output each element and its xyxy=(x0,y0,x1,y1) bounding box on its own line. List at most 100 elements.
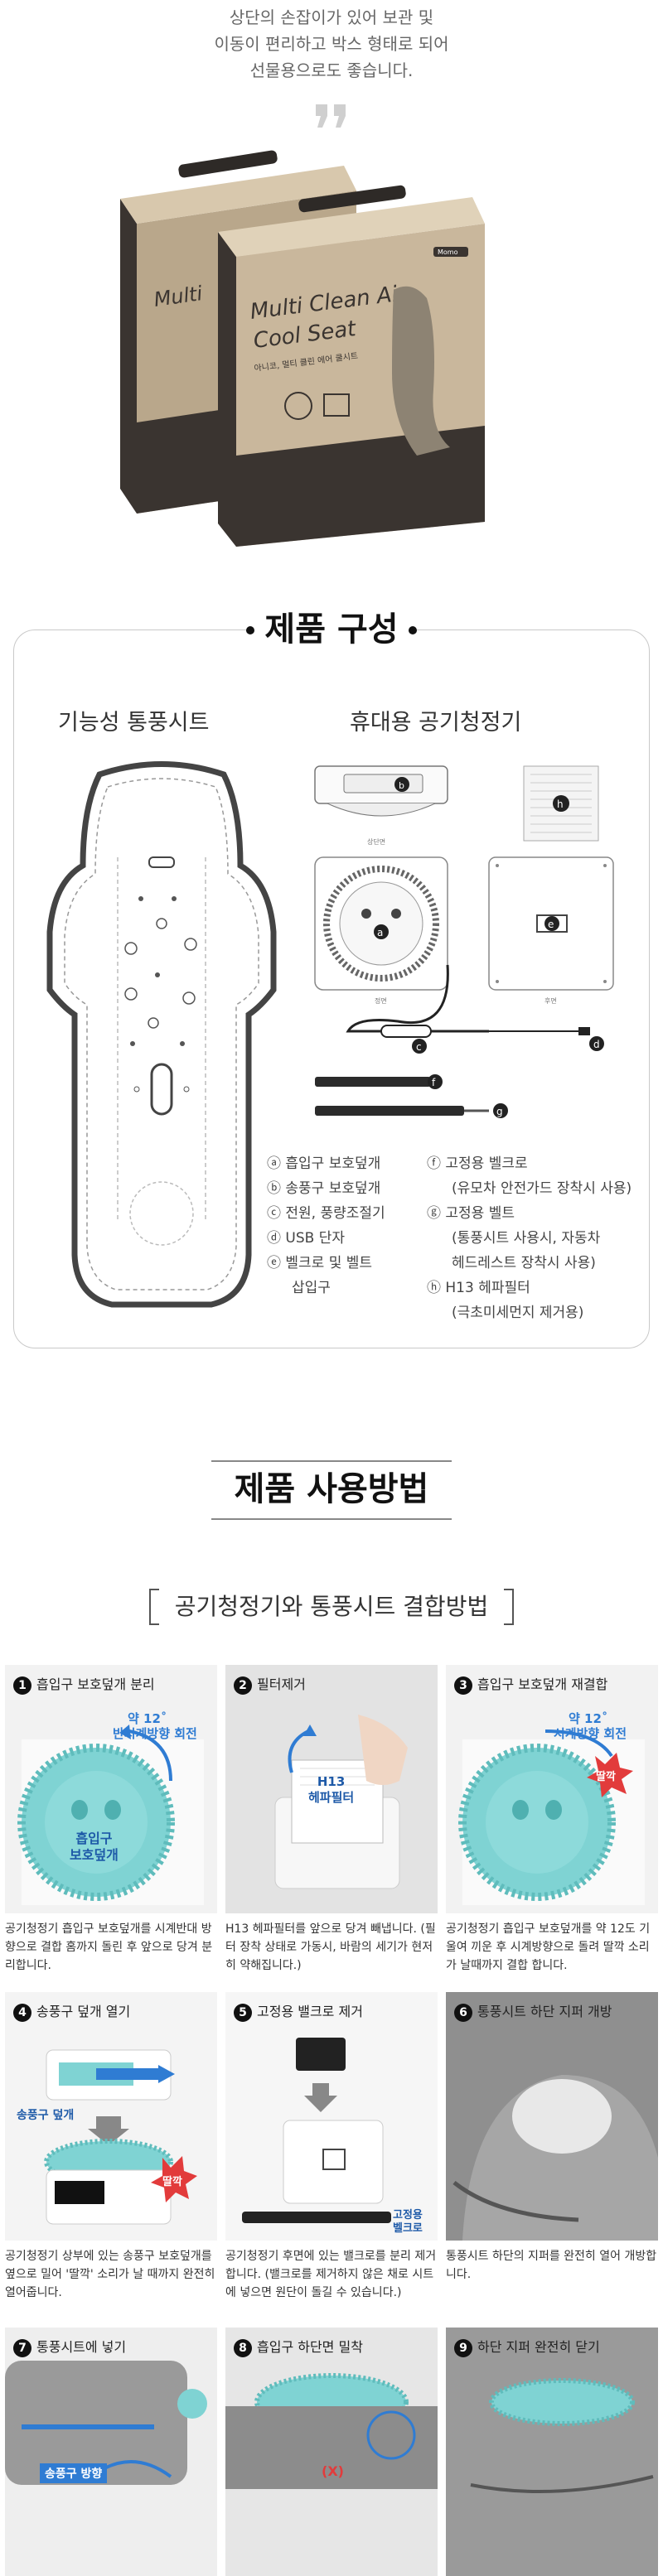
step-2-description: H13 헤파필터를 앞으로 당겨 빼냅니다. (필터 장착 상태로 가동시, 바… xyxy=(225,1922,436,1972)
legend-item: ⓒ 전원, 풍량조절기 xyxy=(267,1205,385,1222)
step-6-image xyxy=(446,1992,658,2241)
step-7-label: 송풍구 방향 xyxy=(40,2463,108,2483)
legend-item: (극초미세먼지 제거용) xyxy=(452,1305,584,1321)
step-3-callout: 약 12˚ 시계방향 회전 xyxy=(554,1711,627,1741)
svg-text:f: f xyxy=(432,1077,436,1088)
step-number-badge: 2 xyxy=(234,1676,252,1695)
legend-left: ⓐ 흡입구 보호덮개 ⓑ 송풍구 보호덮개 ⓒ 전원, 풍량조절기 ⓓ USB … xyxy=(267,1151,441,1300)
step-1-title: 1 흡입구 보호덮개 분리 xyxy=(13,1673,155,1695)
step-6-description: 통풍시트 하단의 지퍼를 완전히 열어 개방합니다. xyxy=(446,2250,657,2281)
svg-text:e: e xyxy=(548,919,554,930)
step-7-image xyxy=(5,2328,217,2576)
step-title-text: 흡입구 보호덮개 재결합 xyxy=(477,1676,608,1692)
callout-line: 약 12˚ xyxy=(128,1711,167,1726)
bracket-right xyxy=(504,1589,514,1625)
box-brand-label: Momo xyxy=(438,248,458,256)
step-3-badge: 딸깍 xyxy=(596,1771,616,1783)
step-7-title: 7 통풍시트에 넣기 xyxy=(13,2336,126,2357)
step-8-title: 8 흡입구 하단면 밀착 xyxy=(234,2336,363,2357)
title-dot-left xyxy=(246,626,255,634)
product-box-image: Momo Multi Clean Air Cool Seat 아니코, 멀티 클… xyxy=(120,150,485,547)
step-3-image xyxy=(446,1665,658,1913)
step-8-image xyxy=(225,2328,438,2576)
label-line: H13 xyxy=(317,1774,346,1789)
step-number-badge: 6 xyxy=(454,2003,472,2022)
step-2-title: 2 필터제거 xyxy=(234,1673,306,1695)
quote-icon xyxy=(316,104,346,128)
label-line: 보호덮개 xyxy=(70,1847,119,1863)
usage-title-rule-bottom xyxy=(211,1518,452,1520)
usage-title-rule-top xyxy=(211,1460,452,1462)
step-1-label: 흡입구 보호덮개 xyxy=(70,1831,119,1864)
legend-item: ⓔ 벨크로 및 벨트 xyxy=(267,1255,373,1271)
label-line: 고정용 xyxy=(393,2209,423,2221)
step-1-callout: 약 12˚ 반시계방향 회전 xyxy=(113,1711,197,1741)
step-title-text: 흡입구 보호덮개 분리 xyxy=(36,1676,155,1692)
step-3-title: 3 흡입구 보호덮개 재결합 xyxy=(454,1673,607,1695)
air-purifier-diagram: b 상단면 h a 정면 e 후면 c d f xyxy=(314,765,614,1118)
step-8-wrong-mark: (X) xyxy=(322,2463,344,2479)
view-back-label: 후면 xyxy=(544,996,557,1005)
step-number-badge: 3 xyxy=(454,1676,472,1695)
legend-item: 삽입구 xyxy=(292,1280,331,1296)
view-top-label: 상단면 xyxy=(367,837,385,846)
legend-item: ⓑ 송풍구 보호덮개 xyxy=(267,1180,381,1197)
svg-text:b: b xyxy=(399,780,404,791)
step-number-badge: 9 xyxy=(454,2338,472,2357)
seat-heading: 기능성 통풍시트 xyxy=(58,710,210,736)
composition-title: 제품 구성 xyxy=(246,609,417,650)
legend-item: (통풍시트 사용시, 자동차 xyxy=(452,1230,601,1247)
step-number-badge: 1 xyxy=(13,1676,31,1695)
step-title-text: 필터제거 xyxy=(257,1676,306,1692)
step-1-description: 공기청정기 흡입구 보호덮개를 시계반대 방향으로 결합 홈까지 돌린 후 앞으… xyxy=(5,1922,213,1972)
label-line: 벨크로 xyxy=(393,2222,423,2235)
step-5-image xyxy=(225,1992,438,2241)
step-title-text: 흡입구 하단면 밀착 xyxy=(257,2339,363,2355)
step-title-text: 통풍시트에 넣기 xyxy=(36,2339,127,2355)
legend-item: ⓕ 고정용 벨크로 xyxy=(427,1155,528,1172)
step-title-text: 통풍시트 하단 지퍼 개방 xyxy=(477,2004,612,2019)
step-4-badge: 딸깍 xyxy=(162,2176,182,2188)
ventilation-seat-diagram xyxy=(46,761,277,1308)
step-title-text: 하단 지퍼 완전히 닫기 xyxy=(477,2339,600,2355)
svg-text:g: g xyxy=(496,1106,503,1117)
title-dot-right xyxy=(408,626,417,634)
legend-item: (유모차 안전가드 장착시 사용) xyxy=(452,1180,632,1197)
label-line: 헤파필터 xyxy=(308,1790,355,1805)
step-3-description: 공기청정기 흡입구 보호덮개를 약 12도 기울여 끼운 후 시계방향으로 돌려… xyxy=(446,1922,651,1972)
method-heading: 공기청정기와 통풍시트 결합방법 xyxy=(149,1589,514,1625)
step-6-title: 6 통풍시트 하단 지퍼 개방 xyxy=(454,2000,612,2022)
intro-line-1: 상단의 손잡이가 있어 보관 및 xyxy=(229,7,434,27)
svg-text:c: c xyxy=(416,1041,422,1053)
callout-line: 약 12˚ xyxy=(569,1711,608,1726)
legend-right: ⓕ 고정용 벨크로 (유모차 안전가드 장착시 사용) ⓖ 고정용 벨트 (통풍… xyxy=(427,1151,651,1325)
method-heading-text: 공기청정기와 통풍시트 결합방법 xyxy=(174,1593,489,1620)
step-1-image xyxy=(5,1665,217,1913)
step-4-image xyxy=(5,1992,217,2241)
bracket-left xyxy=(149,1589,159,1625)
product-detail-page: 상단의 손잡이가 있어 보관 및 이동이 편리하고 박스 형태로 되어 선물용으… xyxy=(0,7,663,2576)
callout-line: 시계방향 회전 xyxy=(554,1726,627,1741)
intro-line-3: 선물용으로도 좋습니다. xyxy=(249,60,414,80)
legend-item: ⓗ H13 헤파필터 xyxy=(427,1280,530,1296)
step-9-title: 9 하단 지퍼 완전히 닫기 xyxy=(454,2336,600,2357)
svg-text:d: d xyxy=(593,1039,600,1050)
legend-item: ⓐ 흡입구 보호덮개 xyxy=(267,1155,381,1172)
svg-text:h: h xyxy=(557,798,564,810)
step-2-label: H13 헤파필터 xyxy=(308,1774,354,1806)
step-number-badge: 5 xyxy=(234,2003,252,2022)
intro-line-2: 이동이 편리하고 박스 형태로 되어 xyxy=(214,34,449,54)
legend-item: ⓓ USB 단자 xyxy=(267,1230,345,1247)
step-5-label: 고정용 벨크로 xyxy=(393,2209,423,2236)
composition-title-wrap: 제품 구성 xyxy=(0,609,663,650)
view-front-label: 정면 xyxy=(375,996,387,1005)
legend-item: 헤드레스트 장착시 사용) xyxy=(452,1255,596,1271)
step-9-image xyxy=(446,2328,658,2576)
step-4-description: 공기청정기 상부에 있는 송풍구 보호덮개를 옆으로 밀어 '딸깍' 소리가 날… xyxy=(5,2250,215,2299)
step-4-label: 송풍구 덮개 xyxy=(17,2109,75,2122)
step-number-badge: 8 xyxy=(234,2338,252,2357)
step-2-image xyxy=(225,1665,438,1913)
step-number-badge: 7 xyxy=(13,2338,31,2357)
